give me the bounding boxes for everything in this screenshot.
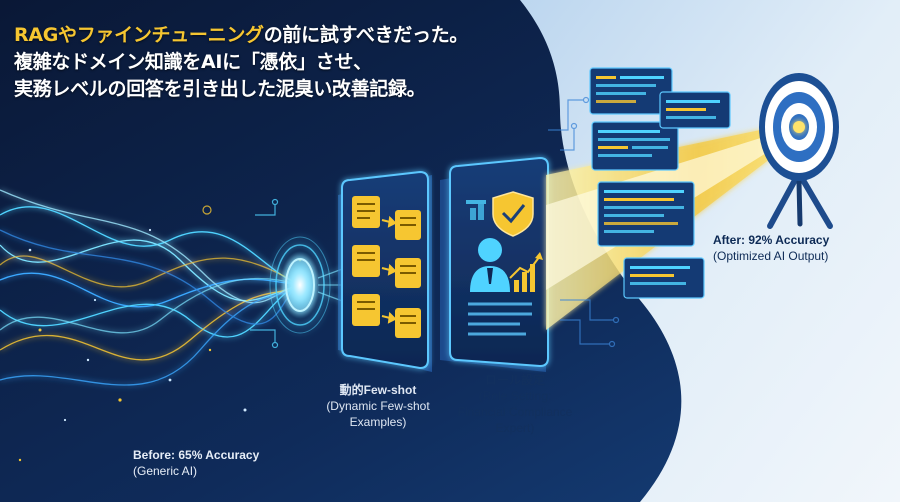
few-shot-line-2: Examples)	[349, 415, 407, 429]
before-title: Before: 65% Accuracy	[133, 448, 260, 462]
role-line-2: Financial Compliance	[457, 405, 573, 419]
few-shot-label: 動的Few-shot (Dynamic Few-shot Examples)	[322, 382, 434, 430]
shield-check-icon	[492, 191, 534, 237]
circuit-decoration-right	[548, 96, 620, 348]
headline-line-3: 実務レベルの回答を引き出した泥臭い改善記録。	[14, 78, 426, 100]
target-icon	[759, 73, 839, 229]
headline-highlight: RAGやファインチューニング	[14, 24, 264, 46]
few-shot-title: 動的Few-shot	[339, 383, 417, 397]
before-label: Before: 65% Accuracy (Generic AI)	[133, 447, 259, 479]
output-documents	[589, 67, 731, 299]
few-shot-line-1: (Dynamic Few-shot	[326, 399, 430, 413]
document-icon	[352, 196, 421, 338]
headline-line-1-rest: の前に試すべきだった。	[263, 24, 469, 46]
headline-line-2: 複雑なドメイン知識をAIに「憑依」させ、	[14, 51, 372, 73]
role-line-1: (Role Setting:	[478, 389, 552, 403]
few-shot-panel	[338, 170, 432, 372]
role-label: ロール設定 (Role Setting: Financial Complianc…	[452, 372, 578, 436]
person-chart-icon	[466, 200, 543, 292]
input-data-waves	[0, 189, 301, 386]
circuit-decoration-left	[202, 198, 279, 349]
headline-line-1: RAGやファインチューニングの前に試すべきだった。	[14, 22, 534, 49]
role-title: ロール設定	[484, 373, 545, 387]
role-panel	[440, 156, 549, 372]
before-subtitle: (Generic AI)	[133, 464, 198, 478]
after-title: After: 92% Accuracy	[713, 233, 830, 247]
headline: RAGやファインチューニングの前に試すべきだった。 複雑なドメイン知識をAIに「…	[14, 22, 534, 103]
role-line-3: Expert)	[495, 421, 535, 435]
role-panel-lines	[468, 302, 532, 336]
arrow-icons	[381, 215, 397, 324]
after-subtitle: (Optimized AI Output)	[713, 249, 829, 263]
after-label: After: 92% Accuracy (Optimized AI Output…	[713, 232, 829, 264]
